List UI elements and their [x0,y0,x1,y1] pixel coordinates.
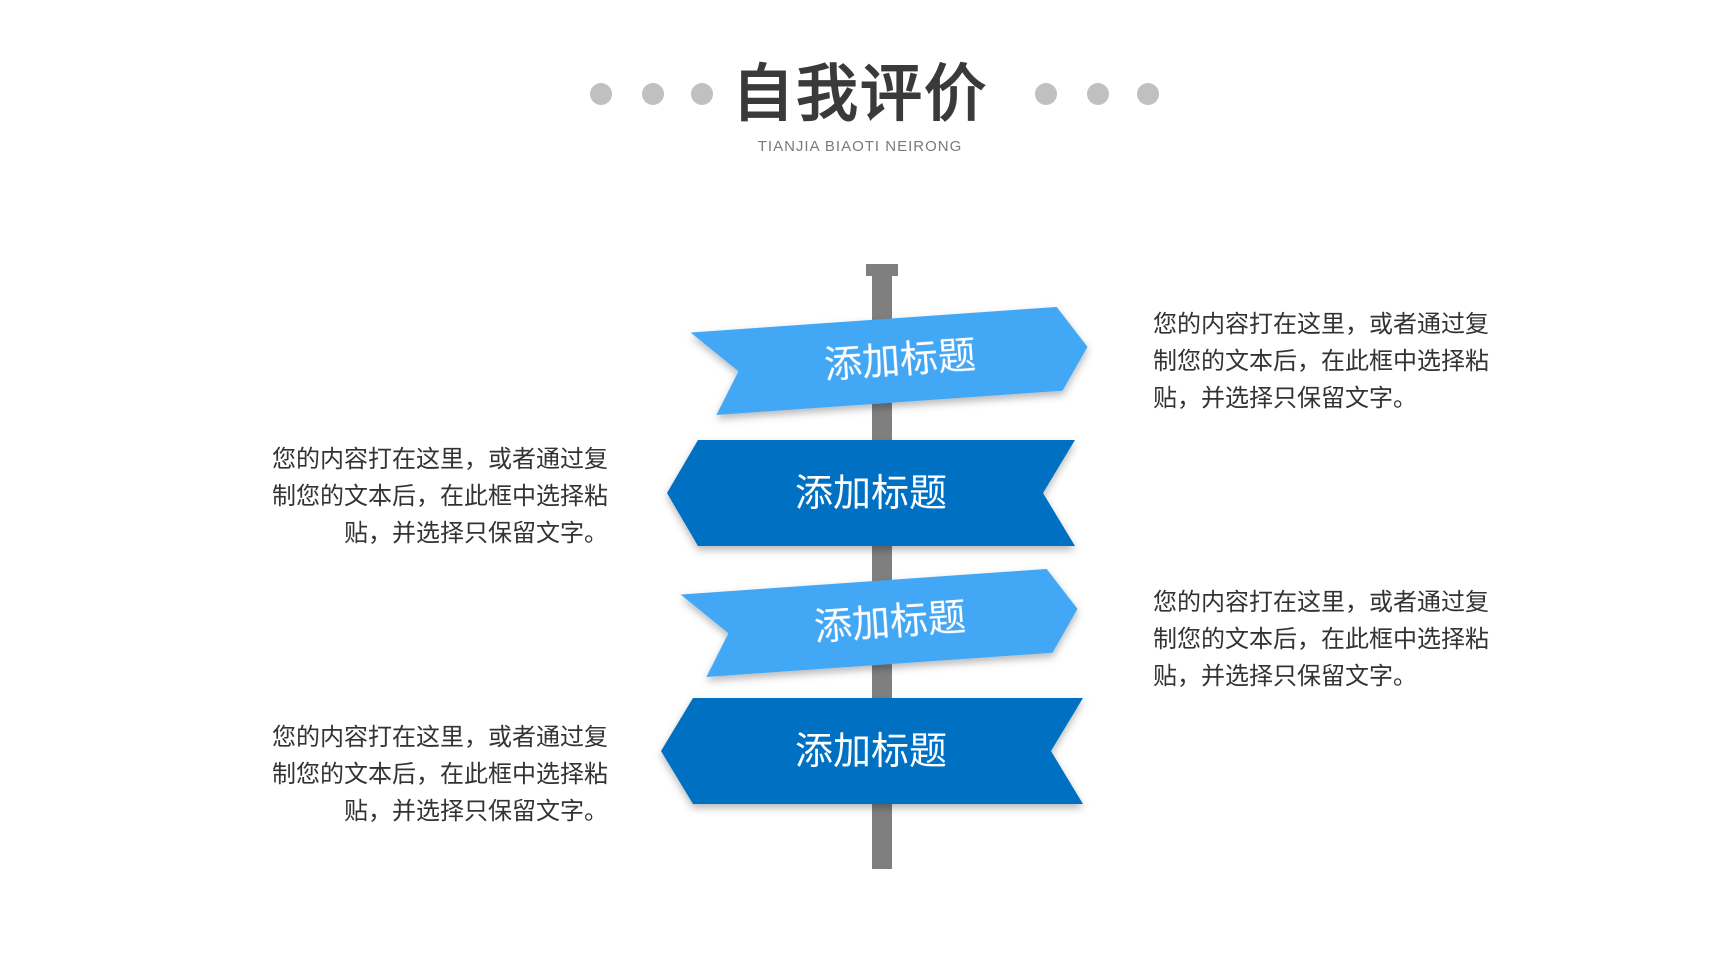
description-1-line-2: 制您的文本后，在此框中选择粘 [1153,347,1489,375]
page-subtitle: TIANJIA BIAOTI NEIRONG [757,138,963,155]
description-3: 您的内容打在这里，或者通过复 制您的文本后，在此框中选择粘 贴，并选择只保留文字… [1153,584,1513,695]
description-1: 您的内容打在这里，或者通过复 制您的文本后，在此框中选择粘 贴，并选择只保留文字… [1153,306,1513,417]
sign-4-label: 添加标题 [795,729,947,773]
description-2: 您的内容打在这里，或者通过复 制您的文本后，在此框中选择粘 贴，并选择只保留文字… [248,441,608,552]
sign-2: 添加标题 [667,440,1075,546]
left-dot-2 [642,83,664,105]
sign-2-arrow [667,440,1075,546]
description-2-line-2: 制您的文本后，在此框中选择粘 [272,482,608,510]
sign-4-arrow [661,698,1083,804]
description-3-line-3: 贴，并选择只保留文字。 [1153,662,1417,690]
description-4-line-3: 贴，并选择只保留文字。 [344,797,608,825]
description-4-line-1: 您的内容打在这里，或者通过复 [272,723,608,751]
left-dot-1 [590,83,612,105]
description-1-line-3: 贴，并选择只保留文字。 [1153,384,1417,412]
sign-1-arrow [690,306,1088,415]
sign-1: 添加标题 [690,306,1088,415]
sign-1-label: 添加标题 [823,333,978,387]
description-3-line-2: 制您的文本后，在此框中选择粘 [1153,625,1489,653]
right-dot-2 [1087,83,1109,105]
description-2-line-1: 您的内容打在这里，或者通过复 [272,445,608,473]
description-3-line-1: 您的内容打在这里，或者通过复 [1153,588,1489,616]
page-title: 自我评价 [731,57,988,130]
sign-3: 添加标题 [680,568,1078,677]
description-2-line-3: 贴，并选择只保留文字。 [344,519,608,547]
right-dot-1 [1035,83,1057,105]
sign-3-label: 添加标题 [813,595,968,649]
sign-3-arrow [680,568,1078,677]
right-dot-3 [1137,83,1159,105]
left-dot-3 [691,83,713,105]
description-4: 您的内容打在这里，或者通过复 制您的文本后，在此框中选择粘 贴，并选择只保留文字… [248,719,608,830]
sign-2-label: 添加标题 [795,471,947,515]
sign-4: 添加标题 [661,698,1083,804]
description-1-line-1: 您的内容打在这里，或者通过复 [1153,310,1489,338]
description-4-line-2: 制您的文本后，在此框中选择粘 [272,760,608,788]
